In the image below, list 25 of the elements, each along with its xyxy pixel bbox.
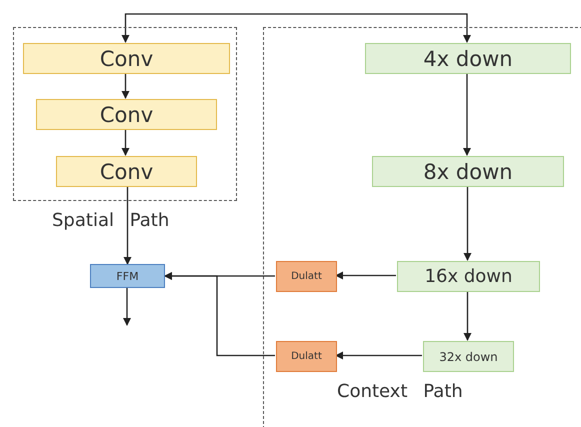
downsample-block: 4x down xyxy=(365,43,571,74)
arrow xyxy=(122,13,130,43)
arrow xyxy=(127,13,471,43)
downsample-block: 32x down xyxy=(423,341,514,372)
downsample-block: 16x down xyxy=(397,261,540,292)
group-caption: Context Path xyxy=(337,381,463,402)
attention-block: Dulatt xyxy=(276,341,337,372)
conv-block: Conv xyxy=(23,43,230,74)
arrow xyxy=(122,73,130,99)
arrow xyxy=(123,288,131,326)
arrow xyxy=(335,352,422,360)
arrow xyxy=(122,129,130,156)
arrow xyxy=(164,272,275,356)
arrow xyxy=(124,186,132,265)
downsample-block: 8x down xyxy=(372,156,564,187)
group-caption: Spatial Path xyxy=(52,210,170,231)
conv-block: Conv xyxy=(56,156,197,187)
arrow xyxy=(464,291,472,341)
arrow xyxy=(464,186,472,261)
conv-block: Conv xyxy=(36,99,217,130)
arrow xyxy=(463,73,471,156)
attention-block: Dulatt xyxy=(276,261,337,292)
fusion-block: FFM xyxy=(90,264,165,288)
context-path-group xyxy=(263,27,581,427)
arrow xyxy=(335,272,396,280)
